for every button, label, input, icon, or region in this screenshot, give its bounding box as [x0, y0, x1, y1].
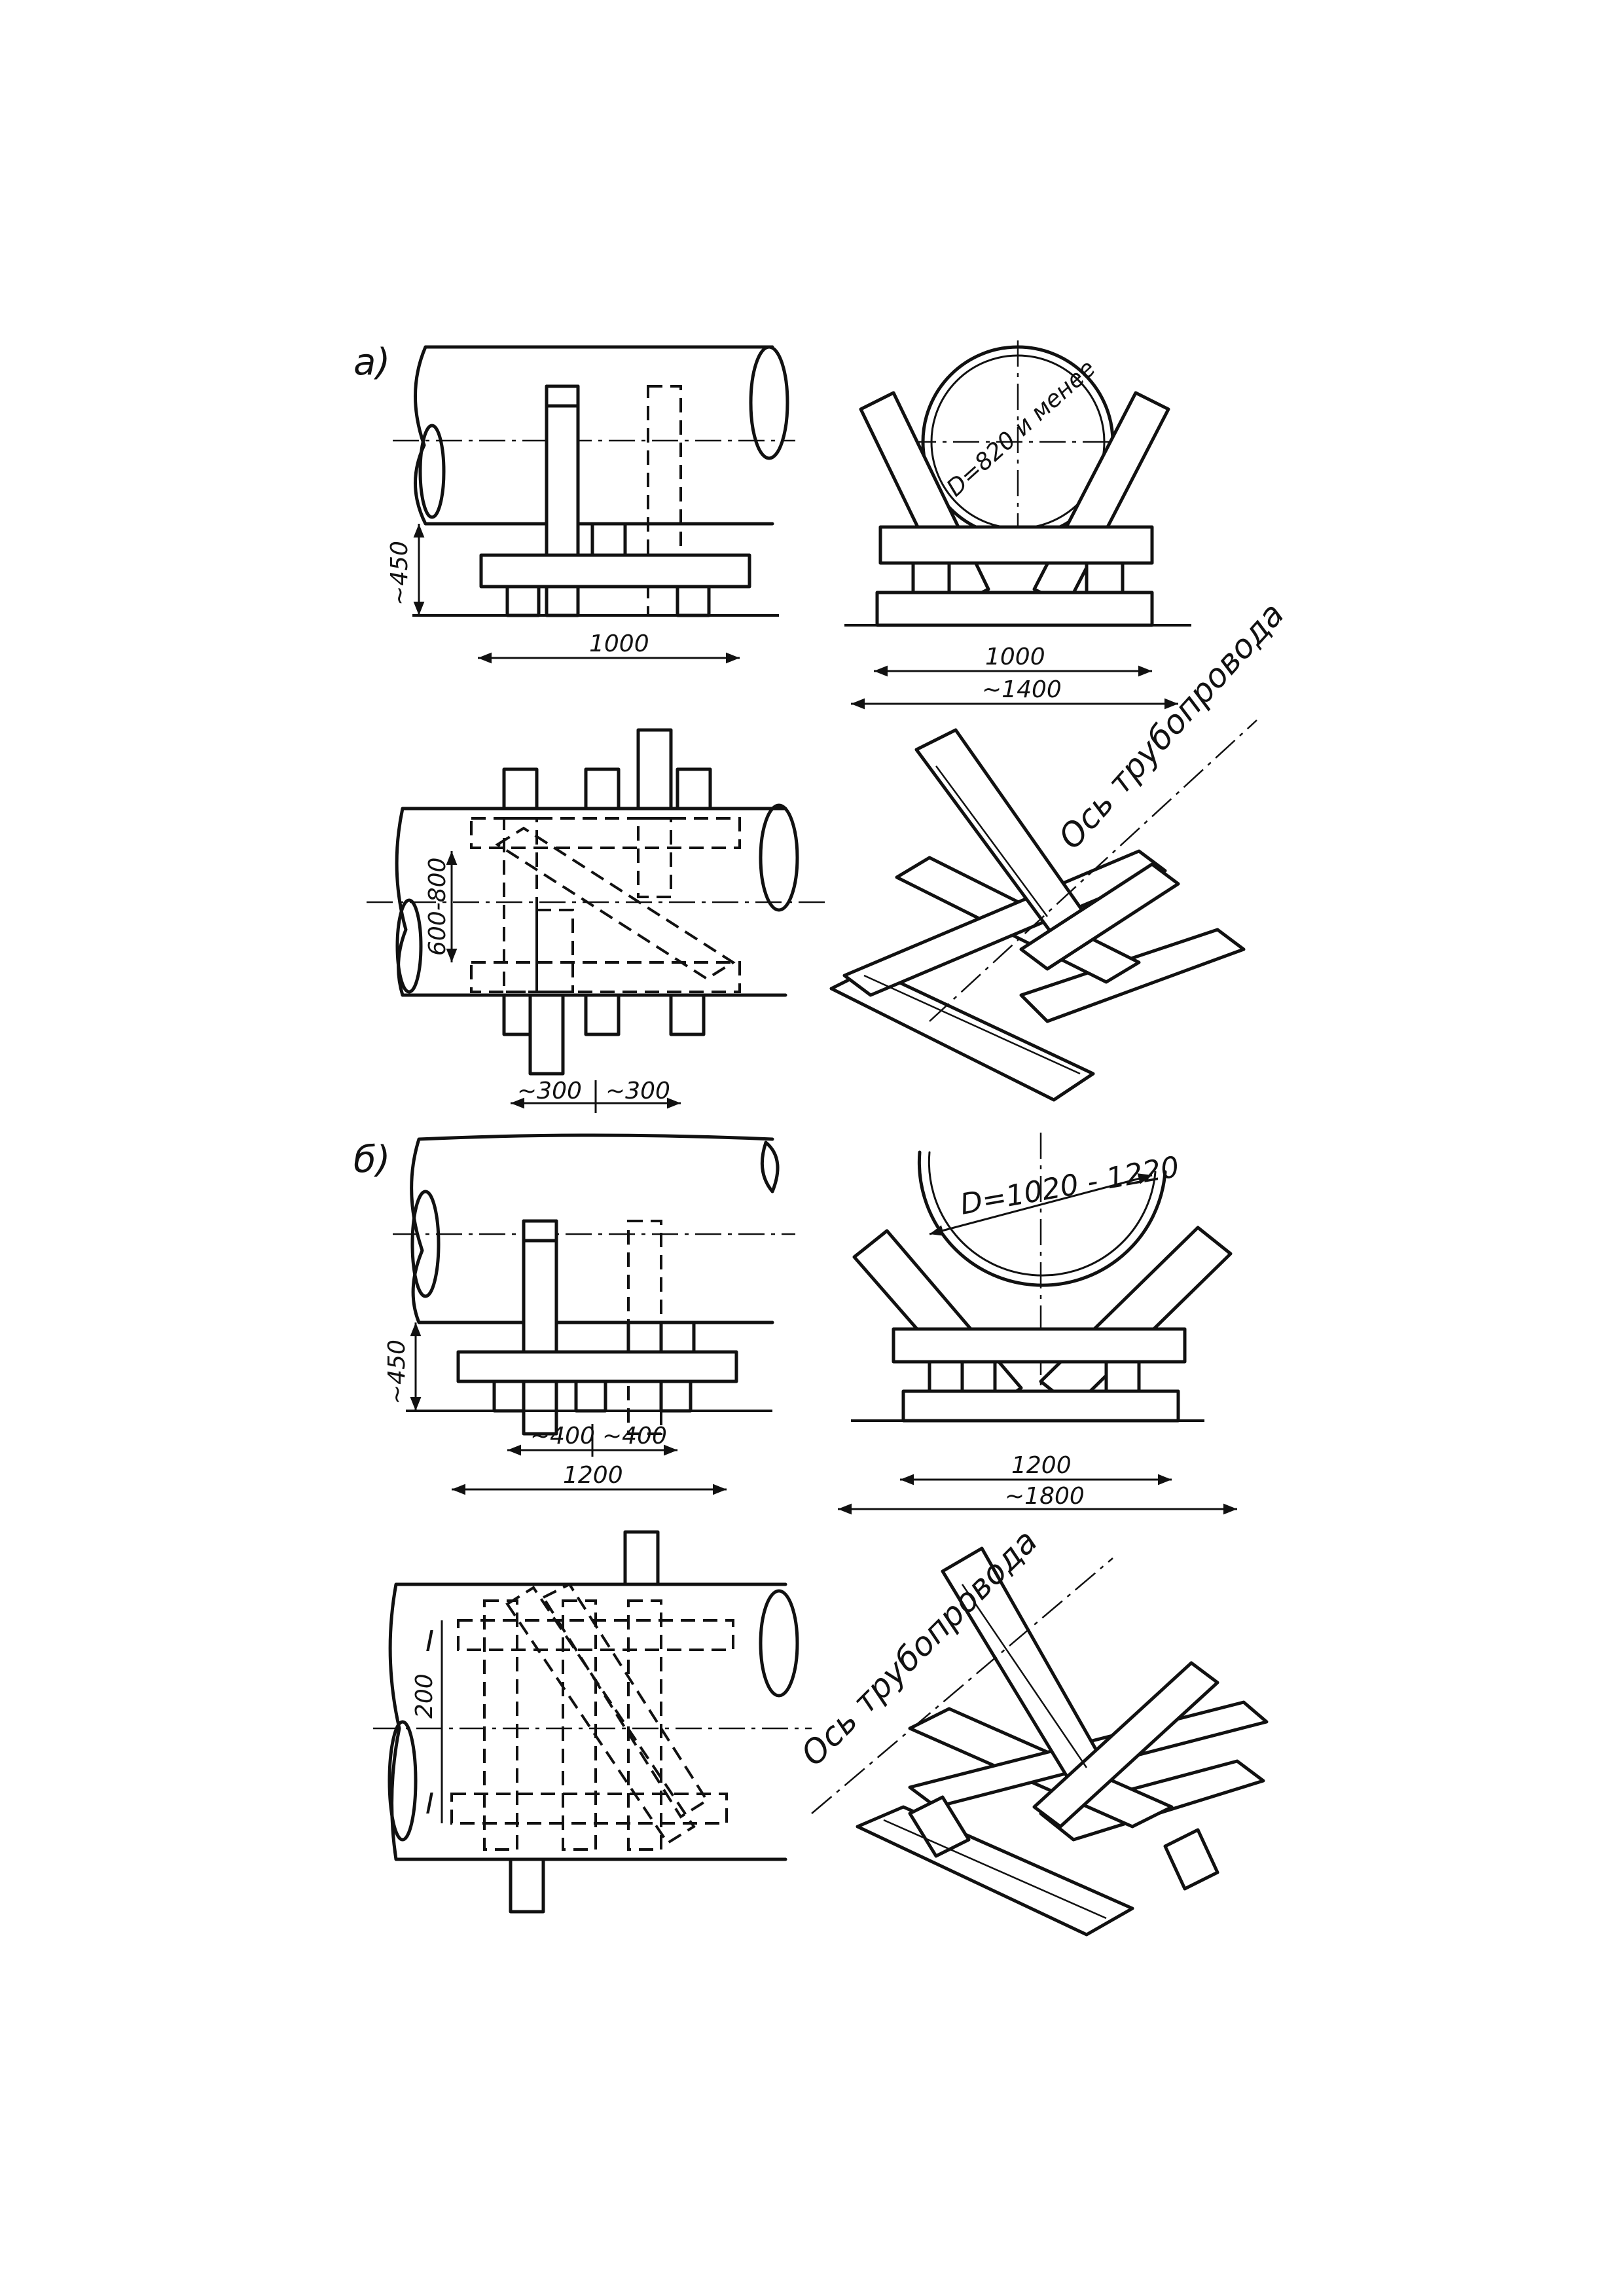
axis-label: Ось трубопровода — [1051, 595, 1291, 856]
beam-upper — [456, 1350, 738, 1383]
dim-width-label: 1000 — [589, 630, 649, 657]
diameter-label: D=820 и менее — [942, 355, 1101, 502]
pipe-cut-end-left — [410, 1190, 441, 1298]
part-a-side-view: ~450 1000 — [386, 345, 795, 664]
block-mid — [590, 522, 627, 557]
block-bottom-3 — [659, 1379, 693, 1413]
post-left-end — [522, 1219, 558, 1243]
section-mark-bottom: I — [425, 1787, 434, 1821]
block-right — [676, 585, 711, 617]
post-top — [636, 728, 673, 811]
dim-outer-label: ~1400 — [982, 676, 1062, 703]
pipe-body — [414, 345, 774, 526]
hidden-strut-1 — [505, 1586, 696, 1845]
beam-upper — [878, 525, 1154, 565]
dim-width-label: 1200 — [563, 1462, 623, 1489]
pipe-body — [410, 1133, 774, 1324]
dim-inner-label: 1200 — [1011, 1452, 1072, 1479]
post-left — [522, 1219, 558, 1436]
part-a-label: а) — [353, 341, 390, 384]
beam-lower — [875, 591, 1154, 627]
part-b-side-view: ~450 ~400 ~400 1200 — [384, 1133, 795, 1495]
block-bottom-2 — [574, 1379, 607, 1413]
hidden-beam-2 — [450, 1793, 728, 1825]
iso-grain-1 — [961, 1584, 1088, 1768]
beam-top-mid — [584, 767, 621, 811]
dim-outer-label: ~1800 — [1005, 1483, 1085, 1510]
post-bottom — [509, 1857, 545, 1914]
dim-span-label: 600-800 — [424, 858, 451, 956]
beam-top-left — [502, 767, 539, 811]
pipe-cut-end-left — [388, 1720, 418, 1842]
pipe-cut-end — [759, 1589, 799, 1698]
pipe-cut-end-left — [418, 424, 446, 519]
beam-upper — [479, 553, 751, 589]
pipe-cut-end — [749, 345, 789, 460]
hidden-post-2 — [637, 817, 672, 898]
pipe-cut-end — [760, 1140, 780, 1194]
iso-block-2 — [1163, 1828, 1219, 1891]
beam-top-right — [676, 767, 712, 811]
pipe-cut-end — [759, 803, 799, 912]
beam-bottom-mid — [584, 993, 621, 1036]
post-bottom — [528, 993, 565, 1076]
block-right — [1085, 561, 1125, 594]
iso-grain-2 — [863, 974, 1081, 1075]
hidden-strut-2 — [541, 1582, 709, 1819]
dim-spacing-left-label: ~300 — [517, 1078, 582, 1104]
dim-spacing-left-label: ~400 — [530, 1423, 595, 1449]
pipe-cut-end-left — [395, 898, 423, 994]
block-top-1 — [626, 1321, 663, 1354]
part-b-plan-view: 200 I I — [373, 1530, 812, 1914]
dim-spacing-right-label: ~400 — [602, 1423, 667, 1449]
block-left-2 — [960, 1360, 997, 1393]
block-bottom-1 — [492, 1379, 526, 1413]
block-left-1 — [928, 1360, 964, 1393]
post-left-end — [545, 384, 580, 408]
post-top — [623, 1530, 660, 1586]
hidden-post-1 — [503, 817, 538, 993]
beam-upper — [892, 1327, 1187, 1364]
iso-beam-lower-right — [1019, 928, 1246, 1023]
part-b-label: б) — [353, 1139, 390, 1181]
part-a-end-view: D=820 и менее 1000 ~1400 — [844, 340, 1191, 710]
dim-inner-label: 1000 — [985, 644, 1045, 670]
iso-grain-2 — [883, 1819, 1107, 1920]
hidden-beam-1 — [470, 817, 741, 849]
block-left — [505, 585, 541, 617]
dim-diameter-line — [929, 1173, 1153, 1236]
iso-grain-1 — [935, 765, 1049, 917]
beam-bottom-right — [669, 993, 706, 1036]
dim-height-label: ~450 — [384, 1339, 410, 1404]
dim-height-label: ~450 — [386, 541, 413, 606]
hidden-post-3 — [627, 1599, 662, 1851]
iso-strut-2 — [1032, 1661, 1219, 1829]
hidden-beam-2 — [470, 961, 741, 993]
hidden-post-3 — [535, 909, 574, 993]
diameter-label: D=1020 - 1220 — [958, 1150, 1182, 1222]
part-a-plan-view: 600-800 ~300 ~300 — [367, 728, 825, 1113]
block-left — [911, 561, 951, 594]
part-b-end-view: D=1020 - 1220 1200 ~1800 — [838, 1133, 1237, 1515]
beam-lower — [901, 1389, 1180, 1423]
hidden-post-2 — [562, 1599, 597, 1851]
block-top-2 — [659, 1321, 696, 1354]
iso-block-1 — [908, 1795, 971, 1858]
axis-line — [811, 1558, 1113, 1814]
dim-spacing-right-label: ~300 — [605, 1078, 670, 1104]
part-b-iso-view: Ось трубопровода — [793, 1522, 1269, 1937]
section-mark-top: I — [425, 1625, 434, 1658]
axis-line — [929, 720, 1257, 1022]
block-right — [1104, 1360, 1141, 1393]
iso-strut-2 — [1019, 862, 1180, 971]
hidden-strut — [495, 826, 736, 981]
dim-span-label: 200 — [411, 1673, 438, 1719]
hidden-post-1 — [483, 1599, 518, 1851]
